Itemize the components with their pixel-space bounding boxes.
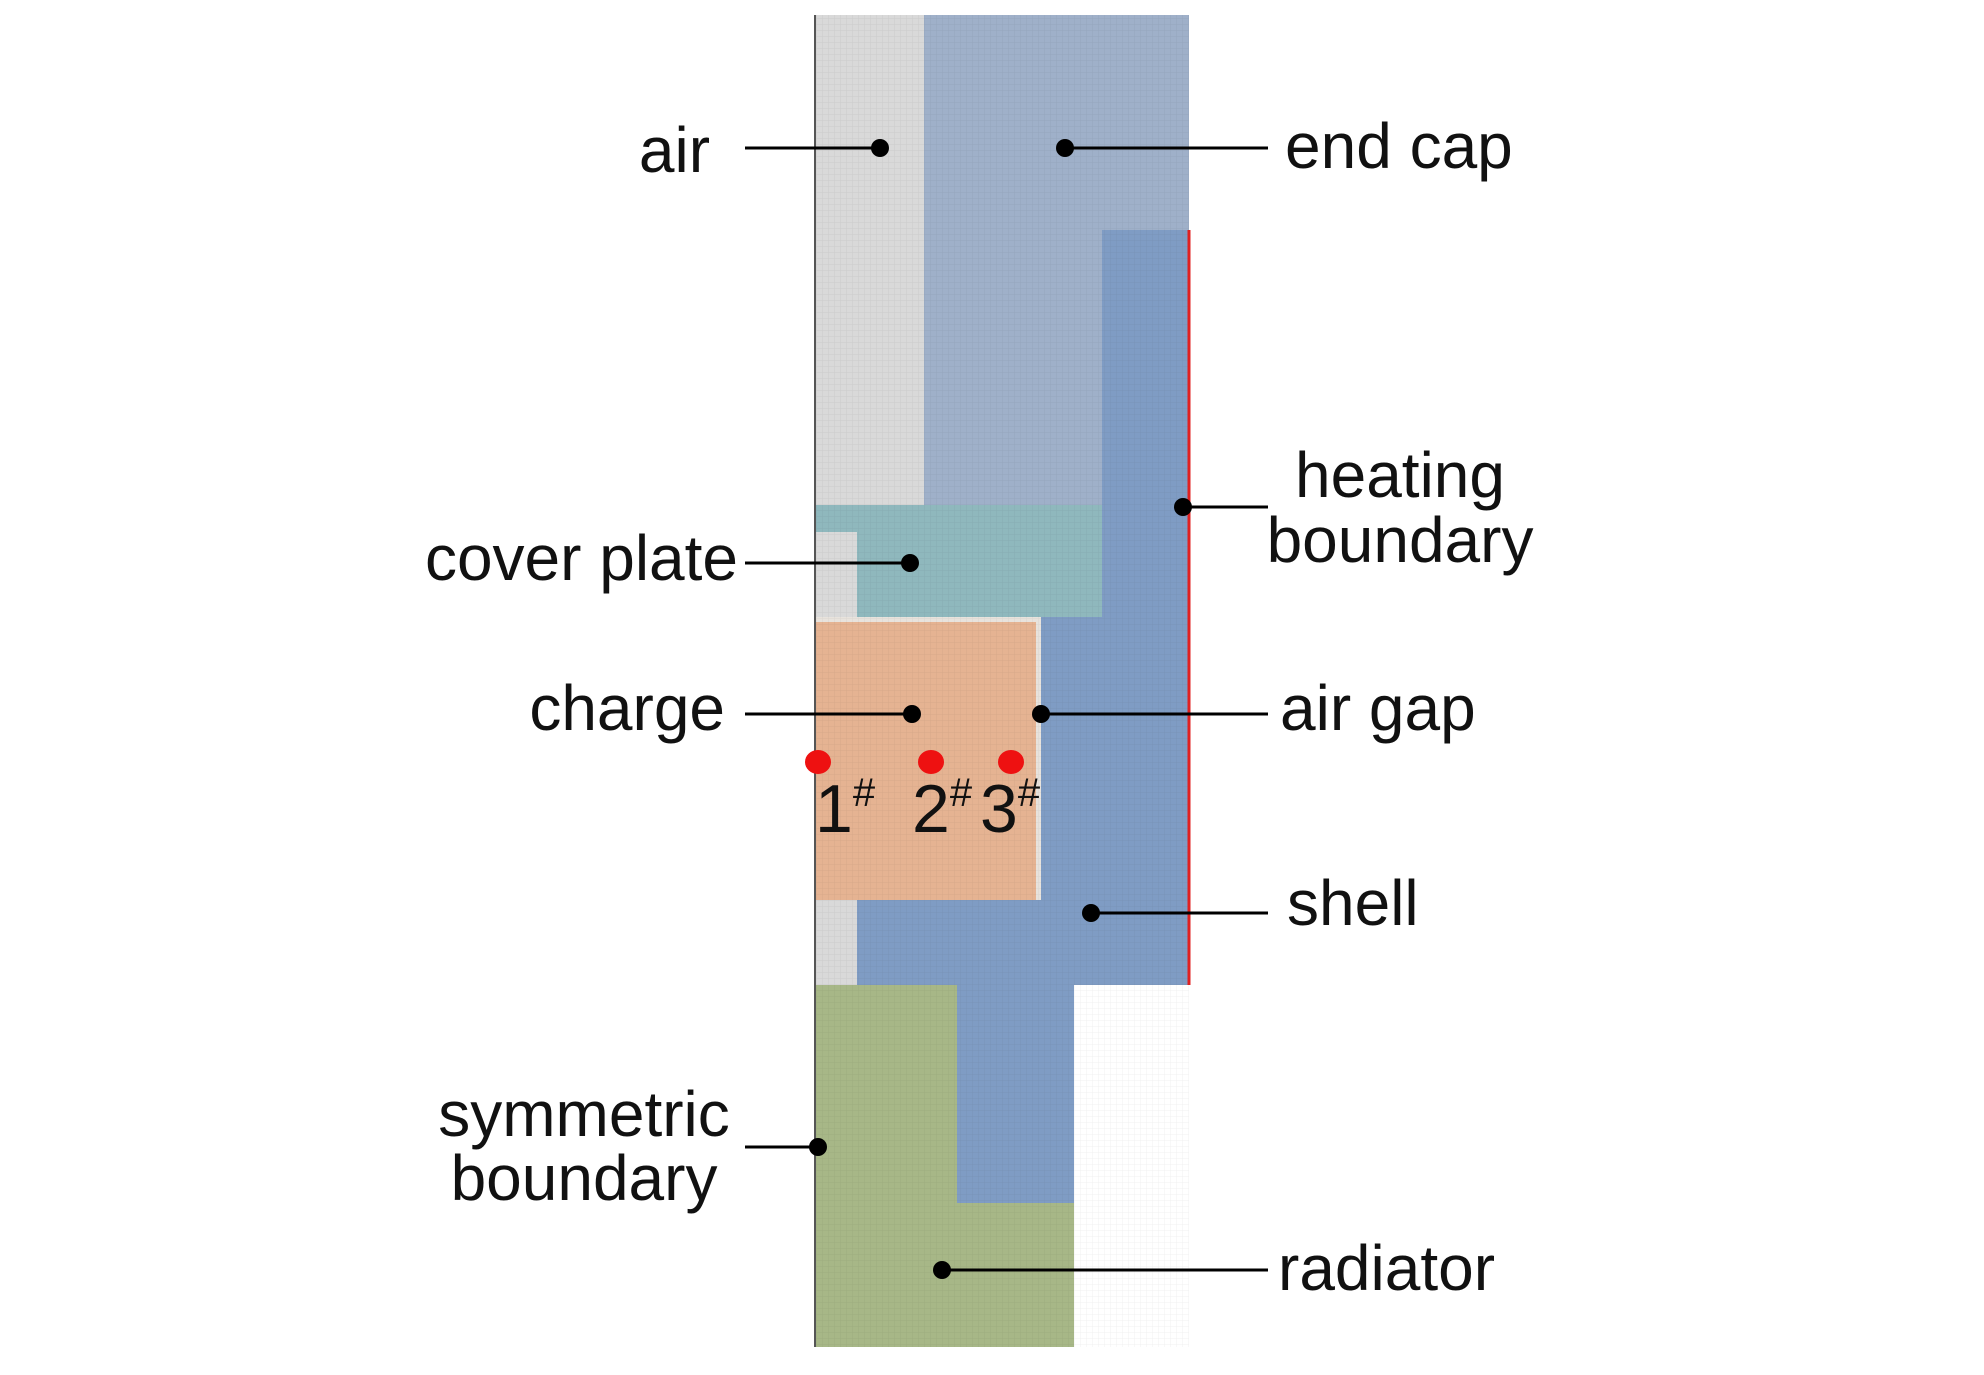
measure-point-2-mark: #: [950, 771, 973, 815]
shell-dot: [1082, 904, 1100, 922]
air-dot: [871, 139, 889, 157]
measure-points: 1# 2# 3#: [805, 750, 1041, 847]
cover-plate-label: cover plate: [425, 522, 738, 594]
symmetric-boundary-dot: [809, 1138, 827, 1156]
measure-point-3-mark: #: [1018, 771, 1041, 815]
heating-boundary-label-line2: boundary: [1267, 504, 1534, 576]
measure-point-1-number: 1: [815, 771, 853, 847]
heating-boundary-dot: [1174, 498, 1192, 516]
symmetric-boundary-label-line2: boundary: [451, 1142, 718, 1214]
measure-point-1: [805, 750, 831, 774]
measure-point-1-label: 1#: [815, 771, 876, 847]
charge-dot: [903, 705, 921, 723]
measure-point-3-label: 3#: [980, 771, 1041, 847]
callouts: [745, 139, 1268, 1279]
measure-point-3-number: 3: [980, 771, 1018, 847]
end-cap-dot: [1056, 139, 1074, 157]
air-gap-dot: [1032, 705, 1050, 723]
radiator-label: radiator: [1278, 1232, 1495, 1304]
measure-point-2: [918, 750, 944, 774]
radiator-dot: [933, 1261, 951, 1279]
measure-point-2-number: 2: [912, 771, 950, 847]
air-label: air: [639, 114, 710, 186]
measure-point-3: [998, 750, 1024, 774]
shell-label: shell: [1287, 867, 1419, 939]
end-cap-label: end cap: [1285, 110, 1513, 182]
shell-region: [957, 985, 1074, 1203]
heating-boundary-label-line1: heating: [1295, 439, 1505, 511]
air-gap-label: air gap: [1280, 672, 1476, 744]
measure-point-2-label: 2#: [912, 771, 973, 847]
cover-plate-dot: [901, 554, 919, 572]
charge-label: charge: [529, 672, 725, 744]
measure-point-1-mark: #: [853, 771, 876, 815]
symmetric-boundary-label-line1: symmetric: [438, 1078, 730, 1150]
cover-plate-region: [815, 505, 1102, 617]
